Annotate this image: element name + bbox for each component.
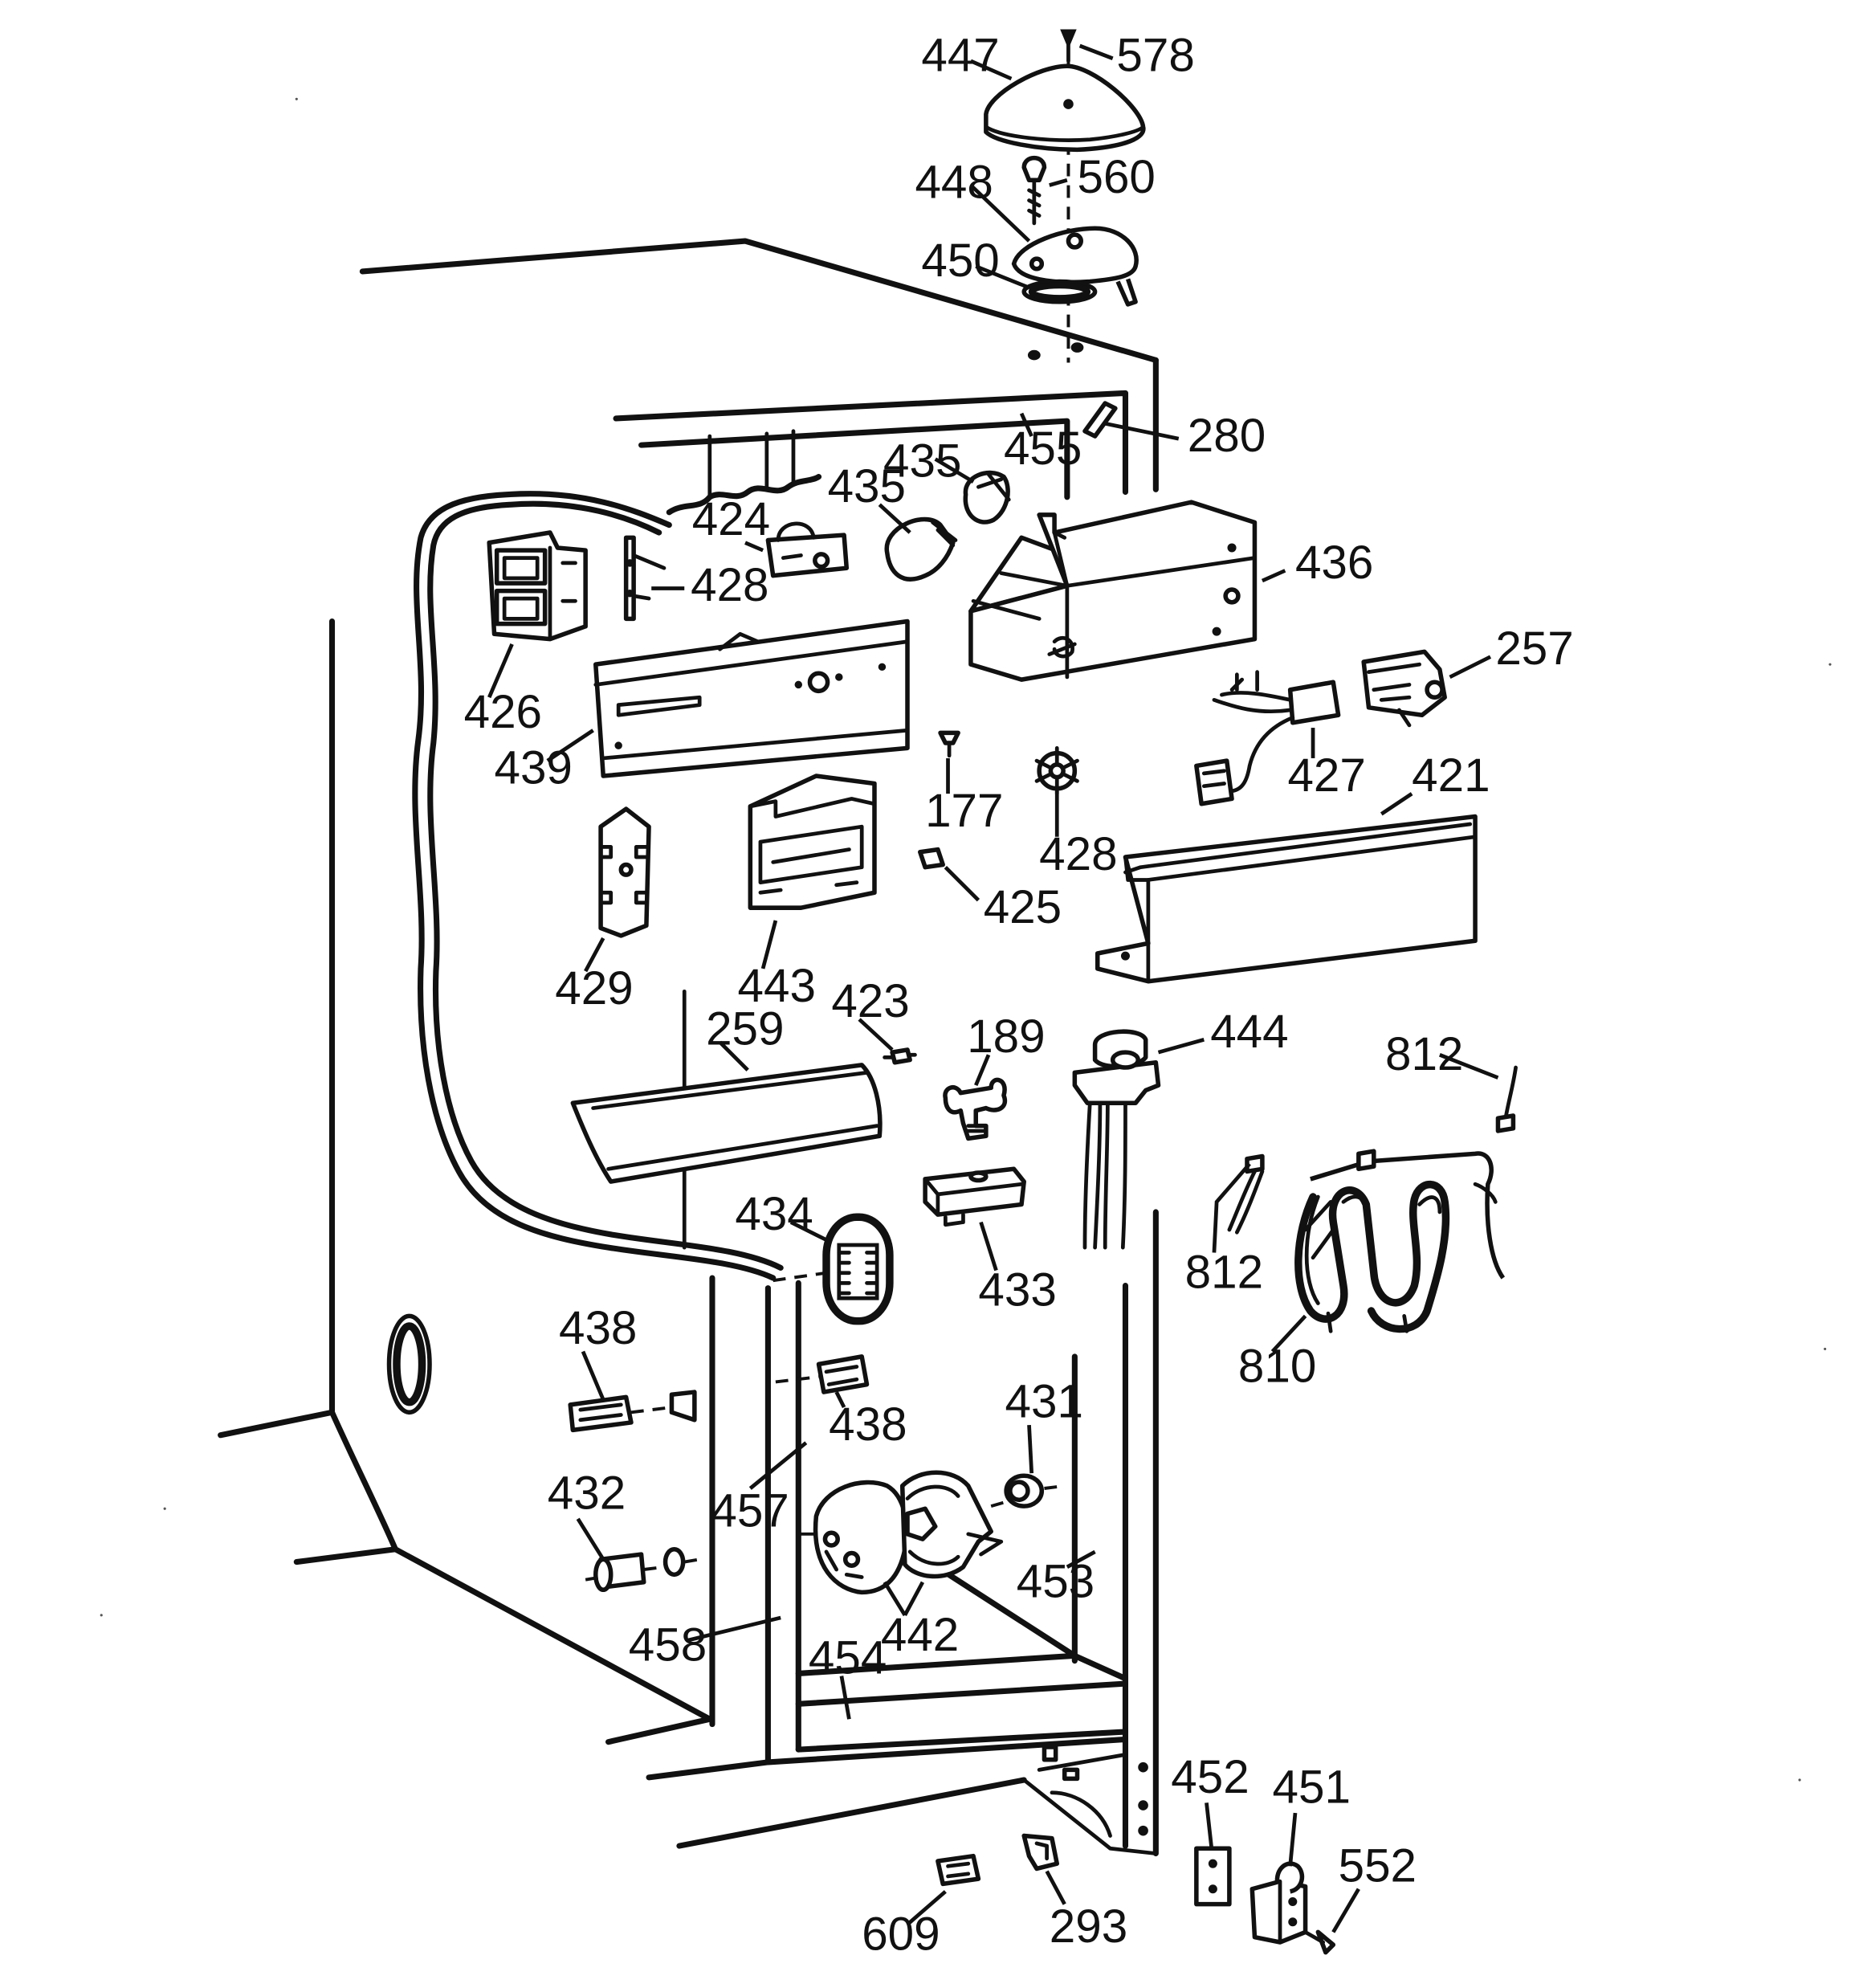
scan-specks: [100, 97, 1832, 1782]
callout-189: 189: [967, 1010, 1045, 1063]
part-433-block: [923, 1166, 1026, 1227]
callout-442: 442: [881, 1609, 959, 1661]
part-293-clip: [1021, 1833, 1060, 1872]
part-428-gear: [1034, 745, 1079, 796]
part-421-channel: [1095, 814, 1478, 984]
part-432-bushing: [585, 1547, 700, 1593]
top-hinge-assembly: [984, 29, 1146, 363]
callout-424: 424: [692, 493, 770, 545]
part-427-harness: [1194, 670, 1341, 806]
cabinet-body: [218, 238, 1159, 1857]
callout-447: 447: [921, 30, 999, 82]
part-810-heater: [1294, 1149, 1506, 1333]
leader-lines: [487, 43, 1499, 1933]
part-439-bracket: [593, 618, 910, 778]
callout-257: 257: [1495, 623, 1573, 675]
callout-812-lower: 812: [1185, 1247, 1263, 1299]
callout-560: 560: [1077, 151, 1155, 203]
callout-444: 444: [1210, 1006, 1288, 1058]
callout-423: 423: [831, 975, 909, 1027]
callout-433: 433: [978, 1264, 1056, 1316]
part-434-grille: [773, 1213, 894, 1325]
part-177-screw: [938, 730, 960, 758]
callout-455: 455: [1004, 423, 1082, 475]
part-431-knob: [1004, 1473, 1065, 1508]
part-429-plate: [598, 806, 651, 938]
callout-177: 177: [925, 785, 1003, 837]
part-552-screw: [1303, 1929, 1336, 1955]
callout-552: 552: [1339, 1839, 1417, 1892]
part-812-tube-lower: [1227, 1153, 1265, 1235]
part-442-dial-assembly: [801, 1470, 1009, 1595]
callout-259: 259: [706, 1003, 784, 1055]
callout-280: 280: [1188, 410, 1266, 462]
part-609-clip: [936, 1853, 981, 1887]
callout-450: 450: [921, 235, 999, 287]
callout-448: 448: [915, 156, 993, 208]
callout-438-right: 438: [829, 1398, 907, 1451]
part-444-valve: [1072, 1029, 1161, 1250]
callout-436: 436: [1295, 537, 1373, 589]
callout-421: 421: [1412, 749, 1490, 802]
callout-426: 426: [464, 686, 542, 738]
part-452-plate: [1194, 1846, 1232, 1907]
callout-432: 432: [548, 1467, 626, 1519]
part-280-insert: [1082, 401, 1118, 439]
part-257-timer: [1361, 649, 1447, 728]
callout-453: 453: [1017, 1556, 1095, 1608]
callout-810: 810: [1238, 1340, 1316, 1392]
part-443-bracket: [748, 774, 877, 910]
part-426-housing: [487, 530, 588, 642]
callout-609: 609: [862, 1908, 940, 1960]
callout-435-bulb: 435: [828, 460, 906, 512]
part-259-cover: [570, 1063, 883, 1184]
callout-443: 443: [738, 960, 816, 1012]
part-428-clip: [623, 535, 667, 622]
callout-457: 457: [711, 1484, 789, 1537]
callout-428-gear: 428: [1039, 828, 1117, 880]
part-812-tube-upper: [1495, 1065, 1518, 1133]
callout-labels: 447 578 448 560 450 455 280 435 435 424 …: [464, 30, 1574, 1961]
callout-578: 578: [1116, 30, 1194, 82]
part-451-hinge: [1249, 1861, 1308, 1945]
part-436-housing: [968, 500, 1258, 682]
part-438-clip-left: [568, 1390, 697, 1433]
callout-428-clip: 428: [691, 559, 768, 611]
callout-434: 434: [735, 1188, 813, 1240]
callout-812-upper: 812: [1385, 1028, 1463, 1080]
callout-454: 454: [809, 1631, 887, 1684]
callout-429: 429: [555, 962, 633, 1014]
callout-425: 425: [984, 881, 1062, 933]
callout-293: 293: [1050, 1900, 1127, 1953]
part-438-clip-right: [775, 1354, 870, 1394]
part-423-fastener: [883, 1047, 917, 1065]
callout-452: 452: [1171, 1751, 1249, 1803]
part-425-block: [918, 847, 945, 870]
callout-435-top: 435: [883, 435, 961, 488]
callout-438-left: 438: [559, 1302, 637, 1354]
callout-427: 427: [1287, 749, 1365, 802]
callout-451: 451: [1273, 1761, 1351, 1813]
callout-458: 458: [629, 1619, 707, 1672]
callout-439: 439: [495, 742, 573, 794]
callout-431: 431: [1005, 1376, 1083, 1428]
part-189-tee: [943, 1077, 1008, 1141]
